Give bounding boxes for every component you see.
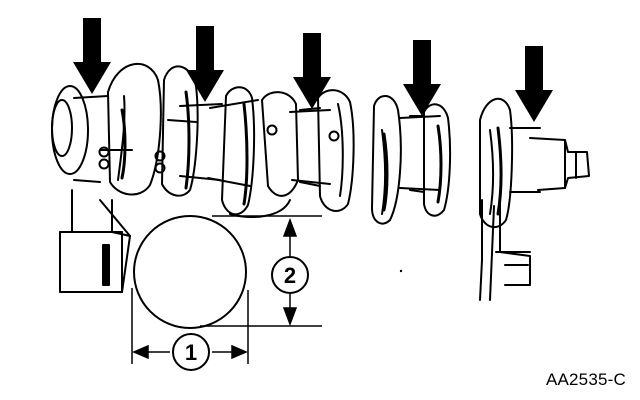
dimension-2	[200, 215, 322, 327]
figure-id-label: AA2535-C	[545, 370, 626, 389]
callout-2: 2	[271, 256, 309, 294]
counterweights	[107, 63, 514, 229]
speck	[399, 269, 403, 273]
down-arrow-icon	[403, 40, 441, 116]
down-arrow-icon	[515, 46, 553, 122]
left-support-block	[59, 189, 131, 293]
callout-1: 1	[172, 333, 210, 371]
measurement-arrows	[73, 18, 553, 122]
down-arrow-icon	[186, 26, 224, 102]
crankshaft-snout	[529, 137, 590, 191]
right-support-block	[479, 199, 531, 301]
journal-cross-section	[133, 215, 247, 329]
shading-strokes	[120, 90, 503, 216]
dimension-1	[131, 288, 249, 364]
callout-1-label: 1	[185, 340, 197, 365]
down-arrow-icon	[73, 18, 111, 94]
down-arrow-icon	[293, 33, 331, 109]
oil-holes	[98, 124, 340, 174]
callout-2-label: 2	[284, 263, 296, 288]
